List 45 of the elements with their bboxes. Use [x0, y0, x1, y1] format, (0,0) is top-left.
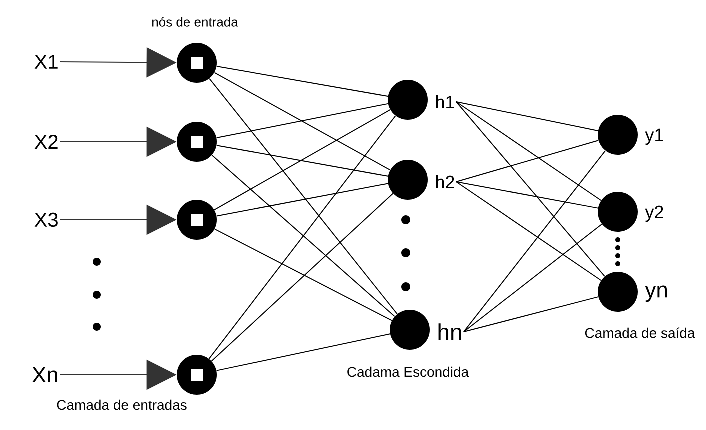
- input-node-circle: [177, 43, 217, 83]
- input-node-circle: [177, 355, 217, 395]
- node-label: y2: [645, 206, 664, 222]
- layer-label: Camada de saída: [585, 328, 696, 338]
- connection-line: [214, 109, 391, 210]
- output-node: y1: [598, 115, 664, 155]
- input-label: X2: [34, 135, 58, 149]
- node-label: y1: [645, 128, 664, 146]
- input-node-circle: [177, 200, 217, 240]
- connection-line: [216, 334, 391, 372]
- layer-label: Camada de entradas: [57, 400, 187, 410]
- connection-line: [456, 102, 599, 132]
- hidden-node: h2: [388, 160, 454, 200]
- node-label: h1: [436, 95, 454, 109]
- hidden-node: hn: [390, 310, 462, 350]
- connection-line: [216, 103, 389, 139]
- input-label: X1: [34, 55, 58, 69]
- connection-line: [214, 228, 393, 322]
- connection-line: [456, 102, 606, 278]
- input-label: X3: [34, 212, 58, 228]
- connection-line: [208, 116, 396, 360]
- hidden-node: h1: [388, 80, 454, 120]
- connection-line: [209, 78, 398, 315]
- connection-line: [463, 296, 599, 332]
- connection-line: [463, 150, 606, 332]
- connection-line: [463, 224, 603, 332]
- connection-line: [216, 66, 389, 97]
- output-node: y2: [598, 192, 664, 232]
- connection-line: [212, 154, 396, 318]
- node-label: yn: [645, 286, 668, 302]
- layer-label: nós de entrada: [152, 17, 238, 27]
- connection-line: [216, 145, 389, 177]
- output-node: yn: [598, 272, 667, 312]
- connection-line: [456, 182, 599, 209]
- connection-line: [214, 72, 391, 171]
- layer-label: Cadama Escondida: [348, 366, 470, 378]
- input-node-circle: [177, 122, 217, 162]
- input-label: Xn: [32, 367, 58, 383]
- connection-line: [456, 182, 602, 282]
- node-label: hn: [438, 324, 462, 340]
- connection-line: [211, 193, 394, 362]
- connection-line: [456, 140, 600, 182]
- connection-line: [456, 102, 602, 202]
- connection-line: [216, 183, 389, 217]
- node-label: h2: [436, 175, 454, 189]
